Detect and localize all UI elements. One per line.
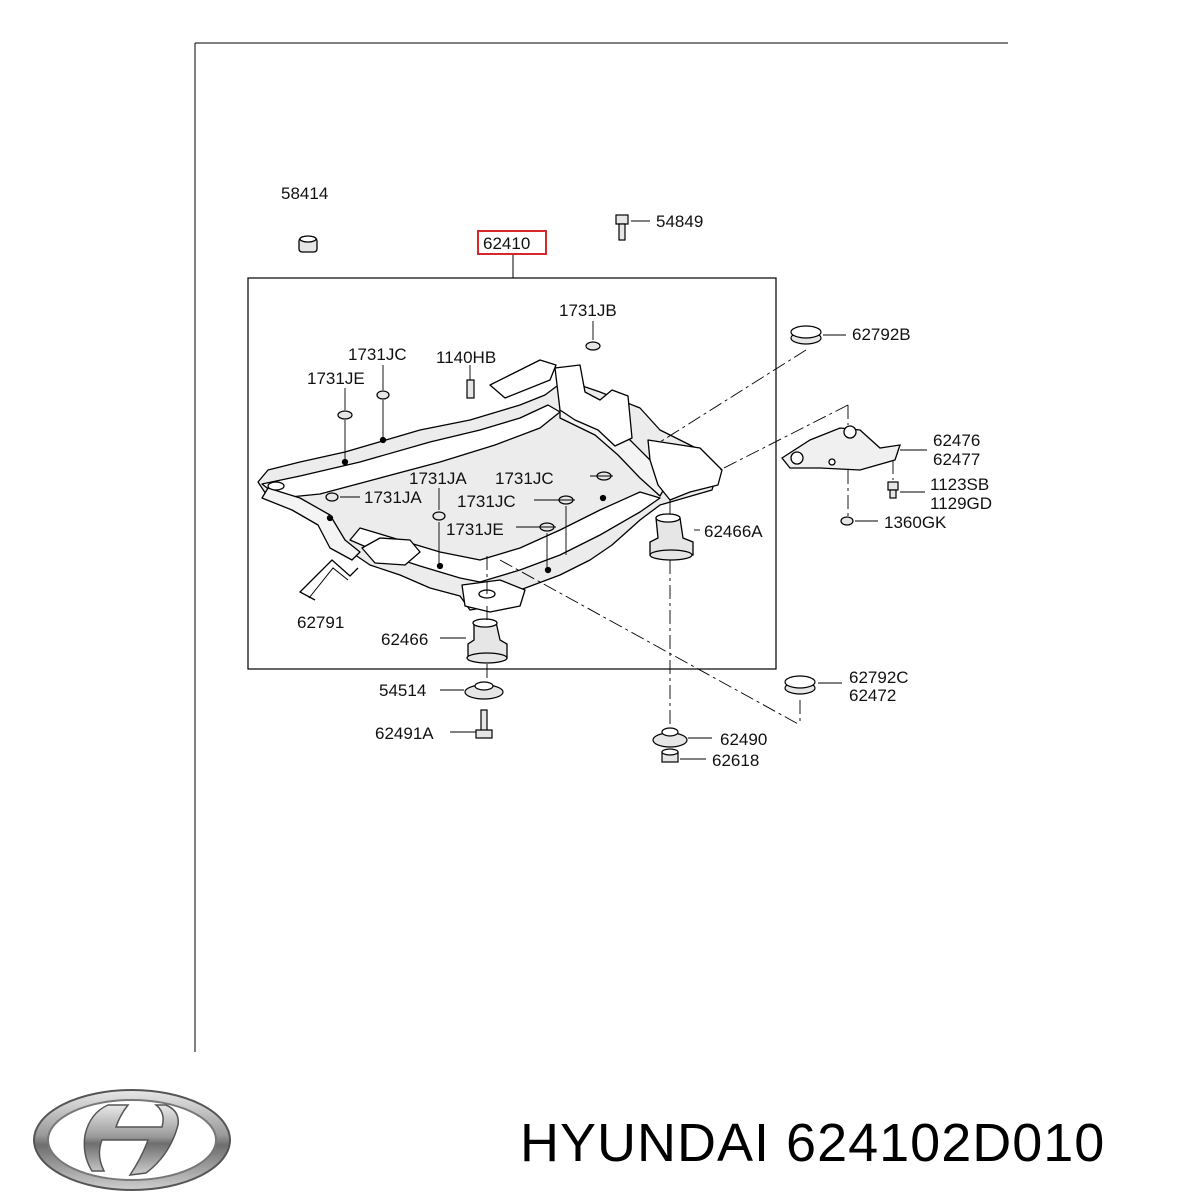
washer-62490-icon [652, 727, 688, 748]
callout-1129GD: 1129GD [930, 494, 992, 513]
callout-1123SB: 1123SB [930, 475, 989, 494]
alignment-lines [486, 349, 894, 726]
hole [379, 436, 387, 444]
callout-1360GK: 1360GK [884, 513, 947, 532]
callout-1731JA-b: 1731JA [364, 488, 422, 507]
callout-labels: 58414 54849 62410 1731JB 62792B 1731JC 1… [281, 184, 992, 770]
callout-1731JE-a: 1731JE [307, 369, 365, 388]
hole [436, 562, 444, 570]
brand-name: HYUNDAI [520, 1113, 771, 1173]
callout-54849: 54849 [656, 212, 703, 231]
callout-54514: 54514 [379, 681, 426, 700]
callout-1140HB: 1140HB [436, 348, 496, 367]
part-number: 624102D010 [786, 1113, 1106, 1173]
callout-62618: 62618 [712, 751, 759, 770]
hole [341, 458, 349, 466]
hole [326, 514, 334, 522]
rear-beam [349, 491, 661, 583]
callout-58414: 58414 [281, 184, 328, 203]
right-mount [647, 439, 723, 501]
clip-62791-inner [308, 567, 349, 599]
bushing-62466A-icon [649, 513, 694, 561]
callout-62792C: 62792C [849, 668, 909, 687]
callout-1731JE-b: 1731JE [446, 520, 504, 539]
hyundai-logo-icon [33, 1089, 231, 1191]
center-bracket [361, 537, 421, 566]
bolt-62491A-icon [475, 709, 493, 739]
upper-bracket-plate [489, 359, 557, 399]
callout-62792B: 62792B [852, 325, 911, 344]
highlight-box-62410 [477, 230, 547, 255]
hole [544, 566, 552, 574]
callout-62476: 62476 [933, 431, 980, 450]
callout-62490: 62490 [720, 730, 767, 749]
callout-1731JC-c: 1731JC [457, 492, 516, 511]
upper-bracket [554, 364, 633, 447]
callout-62466A: 62466A [704, 522, 763, 541]
callout-1731JA-a: 1731JA [409, 469, 467, 488]
callout-1731JC-a: 1731JC [348, 345, 407, 364]
callout-62791: 62791 [297, 613, 344, 632]
bracket-62476-icon [781, 425, 901, 471]
leader-lines [340, 220, 927, 760]
callout-62491A: 62491A [375, 724, 434, 743]
callout-62466: 62466 [381, 630, 428, 649]
washer-54514-icon [464, 681, 504, 700]
callout-62472: 62472 [849, 686, 896, 705]
crossmember-drawing [257, 359, 723, 613]
callout-1731JC-b: 1731JC [495, 469, 554, 488]
washer-62792C-icon [784, 675, 816, 695]
washer-62792B-icon [790, 325, 822, 345]
bolt-54849-icon [615, 214, 629, 241]
callout-1731JB: 1731JB [559, 301, 617, 320]
left-mount-hole [267, 481, 285, 491]
plug-58414-icon [298, 235, 318, 253]
callout-62410: 62410 [483, 234, 530, 253]
callout-62477: 62477 [933, 450, 980, 469]
nut-62618-icon [661, 748, 679, 763]
bushing-62466-icon [466, 618, 508, 664]
clip-62791-icon [298, 559, 359, 601]
washers-on-frame [325, 341, 612, 532]
assembly-box [247, 277, 777, 670]
nut-1360GK-icon [840, 516, 854, 526]
left-rail [261, 487, 361, 561]
hole [599, 494, 607, 502]
part-caption: HYUNDAI 624102D010 [520, 1108, 1190, 1178]
bolt-1123SB-icon [887, 481, 899, 499]
